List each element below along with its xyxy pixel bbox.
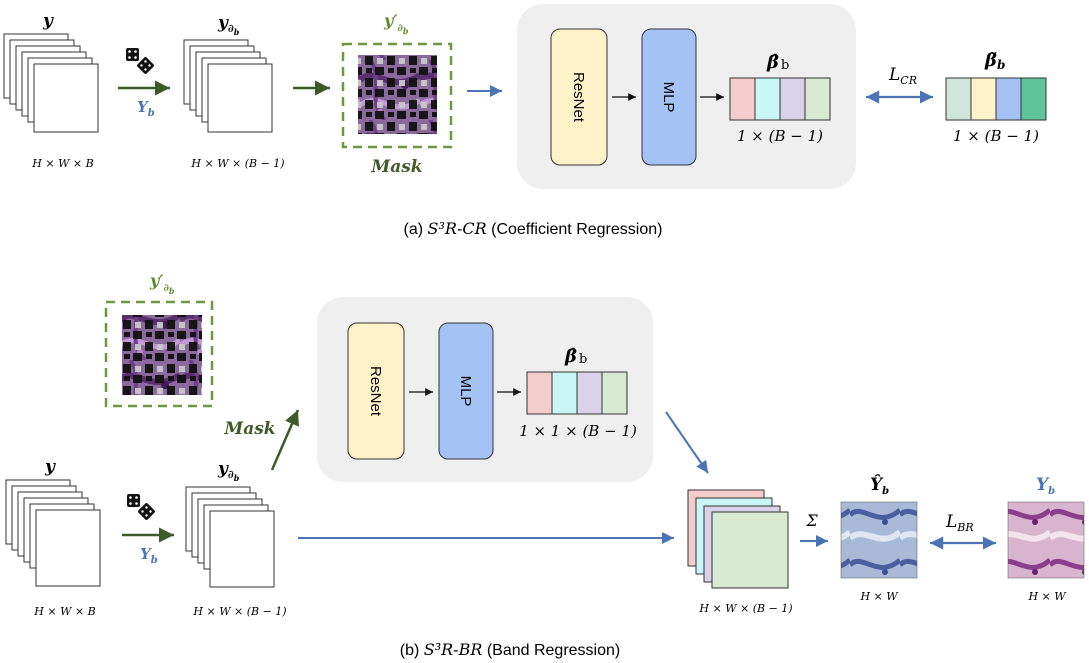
- mlp-label-b: MLP: [457, 376, 474, 407]
- split-label-b: y∂b: [217, 459, 240, 483]
- target-dims: H × W: [1027, 590, 1067, 603]
- beta-tilde-vector: [945, 77, 1047, 121]
- caption-b: (b) S³R-BR (Band Regression): [400, 640, 620, 659]
- panel-a: y H × W × B Yb y∂b H × W × (B − 1): [3, 4, 1047, 238]
- input-label-b: y: [44, 457, 56, 477]
- target-band-image: [1007, 501, 1085, 579]
- masked-image: [358, 55, 437, 134]
- panel-b: y′∂b ResNet MLP β̂b 1 × 1 × (B − 1) y: [5, 271, 1085, 659]
- masked-label-b: y′∂b: [149, 271, 175, 296]
- masked-label: y′∂b: [383, 11, 409, 36]
- band-stack-dims: H × W × (B − 1): [698, 602, 792, 615]
- beta-hat-vector-b: [526, 371, 628, 415]
- split-label: y∂b: [217, 13, 240, 37]
- mask-text-b: Mask: [223, 419, 275, 439]
- resnet-label-b: ResNet: [367, 366, 384, 417]
- loss-cr-label: LCR: [888, 65, 917, 87]
- mlp-label: MLP: [660, 82, 677, 113]
- split-dims: H × W × (B − 1): [190, 157, 284, 170]
- input-cube-stack: [3, 33, 99, 133]
- beta-hat-vector: [729, 77, 831, 121]
- mlp-block-b: [438, 322, 494, 460]
- target-label: Yb: [1036, 475, 1055, 497]
- beta-hat-label: β̂b: [766, 52, 789, 73]
- masked-image-frame-b: [104, 300, 214, 408]
- resnet-block-b: [347, 322, 405, 460]
- arrow-to-mask-b: [270, 409, 300, 471]
- loss-br-label: LBR: [945, 512, 974, 534]
- split-dims-b: H × W × (B − 1): [192, 605, 286, 618]
- mlp-block: [641, 28, 697, 166]
- dice-label-b: Yb: [140, 545, 158, 566]
- masked-image-b: [122, 315, 202, 395]
- resnet-label: ResNet: [570, 72, 587, 123]
- predicted-label: Ŷb: [870, 474, 889, 497]
- masked-image-frame: [341, 42, 453, 149]
- beta-tilde-label: β̃b: [984, 50, 1005, 72]
- arrow-coef-to-bands: [665, 411, 709, 474]
- beta-hat-label-b: β̂b: [564, 346, 587, 367]
- split-cube-stack: [183, 39, 273, 133]
- split-cube-stack-b: [185, 486, 275, 588]
- input-dims: H × W × B: [31, 157, 93, 170]
- beta-hat-dims-b: 1 × 1 × (B − 1): [519, 422, 637, 440]
- input-cube-stack-b: [5, 479, 101, 587]
- dice-label: Yb: [137, 98, 155, 119]
- beta-tilde-dims: 1 × (B − 1): [953, 127, 1039, 145]
- predicted-dims: H × W: [859, 590, 899, 603]
- input-label: y: [42, 11, 54, 31]
- dice-icon: [126, 48, 154, 74]
- resnet-block: [550, 28, 608, 166]
- caption-a: (a) S³R-CR (Coefficient Regression): [404, 219, 663, 238]
- input-dims-b: H × W × B: [33, 605, 95, 618]
- predicted-band-image: [840, 501, 918, 579]
- dice-icon: [127, 494, 155, 520]
- beta-hat-dims: 1 × (B − 1): [737, 127, 823, 145]
- mask-text: Mask: [370, 157, 422, 177]
- sigma-label: Σ: [805, 511, 818, 530]
- weighted-band-stack: [687, 489, 789, 589]
